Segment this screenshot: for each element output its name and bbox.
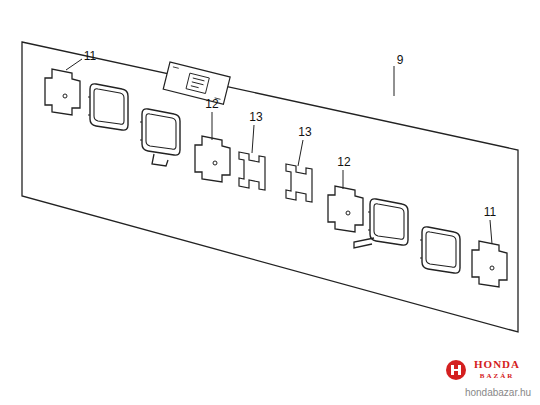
logo-emblem bbox=[446, 360, 466, 380]
brake-pad bbox=[140, 109, 180, 155]
shim-11 bbox=[472, 241, 507, 287]
callout-number: 12 bbox=[337, 156, 350, 168]
watermark: hondabazar.hu bbox=[465, 388, 531, 398]
callout-number: 11 bbox=[484, 206, 496, 218]
brake-pad-indicator bbox=[140, 109, 180, 166]
clip-13 bbox=[286, 164, 312, 202]
shim-12 bbox=[195, 136, 230, 182]
kit-frame bbox=[22, 42, 518, 332]
callout-number: 9 bbox=[397, 54, 404, 66]
brake-pad bbox=[420, 227, 460, 273]
shim-11 bbox=[45, 69, 80, 115]
logo-text: HONDA bbox=[474, 359, 520, 370]
callout-number: 13 bbox=[298, 126, 311, 138]
leader-lines bbox=[66, 59, 492, 244]
grease-packet bbox=[163, 62, 230, 104]
callout-number: 13 bbox=[249, 111, 262, 123]
logo-text: BAZÁR bbox=[480, 373, 515, 380]
shim-12 bbox=[328, 186, 363, 232]
brake-pad bbox=[88, 84, 128, 130]
callout-number: 11 bbox=[84, 50, 96, 62]
clip-13 bbox=[239, 152, 265, 190]
callout-number: 12 bbox=[205, 98, 218, 110]
brake-pad-indicator bbox=[354, 199, 408, 248]
